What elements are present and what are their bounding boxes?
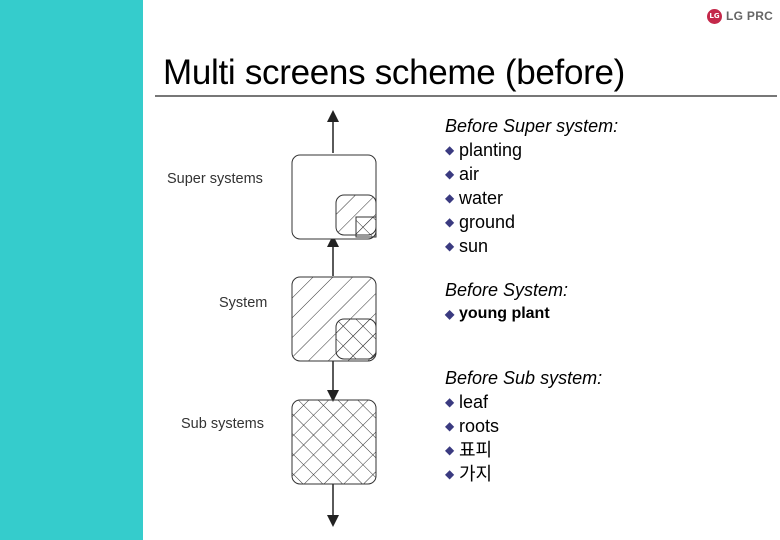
- multi-screen-diagram: Super systems System Sub systems: [167, 110, 377, 527]
- slide-title: Multi screens scheme (before): [163, 53, 626, 92]
- diamond-bullet-icon: ◆: [445, 143, 455, 157]
- text-column: Before Super system: ◆ planting ◆ air ◆ wat…: [445, 114, 618, 486]
- logo-icon: LG: [707, 8, 722, 24]
- system-inner-box: [335, 318, 377, 360]
- section-heading: Before System:: [445, 280, 569, 300]
- item-list: ◆ young plant: [445, 302, 618, 326]
- diamond-bullet-icon: ◆: [445, 467, 455, 481]
- diamond-bullet-icon: ◆: [445, 443, 455, 457]
- level-label-system: System: [219, 295, 267, 311]
- list-item-text: water: [459, 188, 504, 208]
- list-item: ◆ air: [445, 162, 618, 186]
- level-label-sub: Sub systems: [181, 416, 264, 432]
- diamond-bullet-icon: ◆: [445, 419, 455, 433]
- diamond-bullet-icon: ◆: [445, 191, 455, 205]
- section-heading: Before Super system:: [445, 116, 619, 136]
- item-list: ◆ planting ◆ air ◆ water ◆ ground ◆ sun: [445, 138, 618, 258]
- diamond-bullet-icon: ◆: [445, 215, 455, 229]
- super-system-innermost-box: [355, 216, 377, 238]
- list-item: ◆ water: [445, 186, 618, 210]
- list-item: ◆ roots: [445, 414, 618, 438]
- level-label-super: Super systems: [167, 171, 263, 187]
- title-divider: [155, 95, 777, 97]
- diamond-bullet-icon: ◆: [445, 239, 455, 253]
- list-item-text: ground: [459, 212, 516, 232]
- list-item-text: planting: [459, 140, 523, 160]
- list-item: ◆ ground: [445, 210, 618, 234]
- list-item-text: 가지: [459, 464, 493, 484]
- section-sub-system: Before Sub system: ◆ leaf ◆ roots ◆ 표피 ◆ 가지: [445, 366, 618, 486]
- diamond-bullet-icon: ◆: [445, 395, 455, 409]
- list-item: ◆ sun: [445, 234, 618, 258]
- diamond-bullet-icon: ◆: [445, 307, 455, 321]
- company-logo: LG LG PRC: [707, 6, 773, 26]
- list-item: ◆ 가지: [445, 462, 618, 486]
- section-system: Before System: ◆ young plant: [445, 278, 618, 326]
- section-super-system: Before Super system: ◆ planting ◆ air ◆ wat…: [445, 114, 618, 258]
- list-item: ◆ young plant: [445, 302, 618, 326]
- diamond-bullet-icon: ◆: [445, 167, 455, 181]
- list-item-text: young plant: [459, 305, 550, 322]
- list-item: ◆ leaf: [445, 390, 618, 414]
- list-item-text: roots: [459, 416, 500, 436]
- item-list: ◆ leaf ◆ roots ◆ 표피 ◆ 가지: [445, 390, 618, 486]
- list-item: ◆ 표피: [445, 438, 618, 462]
- list-item: ◆ planting: [445, 138, 618, 162]
- list-item-text: sun: [459, 236, 489, 256]
- list-item-text: air: [459, 164, 480, 184]
- logo-text: LG PRC: [726, 9, 774, 23]
- section-heading: Before Sub system:: [445, 368, 603, 388]
- sub-system-box: [291, 399, 377, 485]
- sidebar-band: [0, 0, 143, 540]
- list-item-text: 표피: [459, 440, 493, 460]
- list-item-text: leaf: [459, 392, 489, 412]
